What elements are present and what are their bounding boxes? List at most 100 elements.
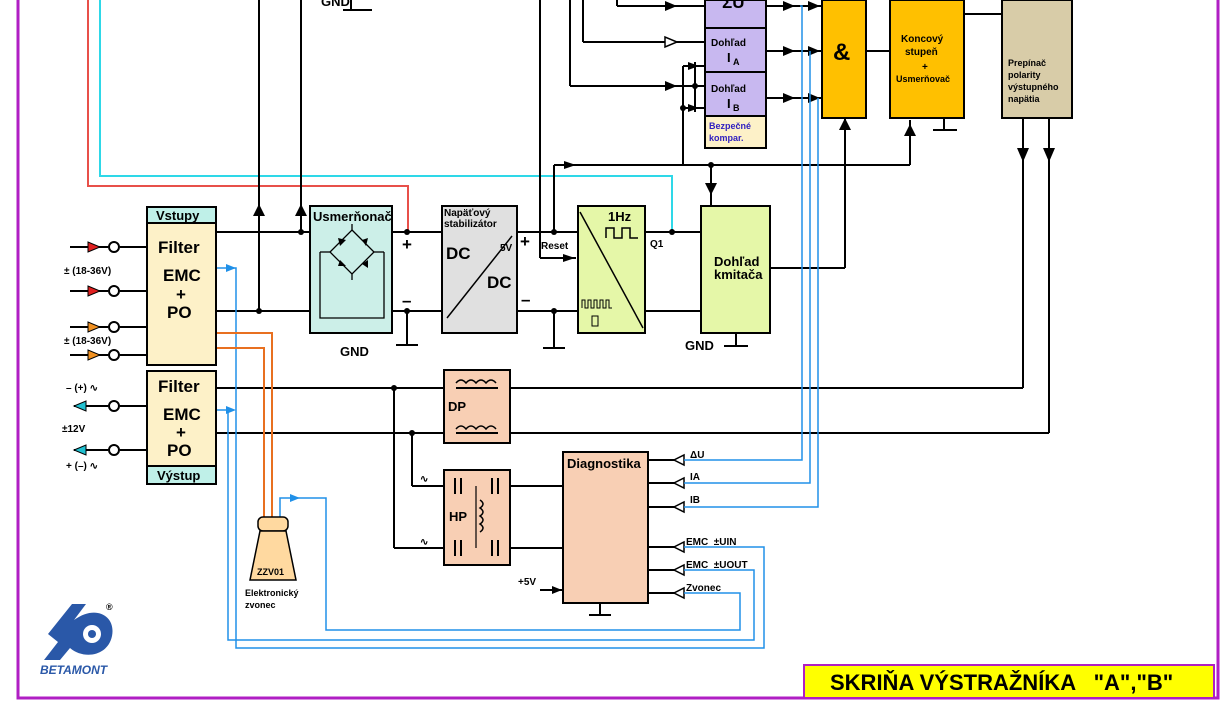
dcdc-title-2: stabilizátor xyxy=(444,219,497,230)
diagnostics-block: Diagnostika +5V ΔU IA IB EMC ±UIN EMC ±U… xyxy=(518,450,748,604)
rectifier-title: Usmerňonač xyxy=(313,209,392,224)
logo-mark-icon xyxy=(44,604,113,660)
electronic-bell: ZZV01 Elektronický zvonec xyxy=(245,516,299,610)
dcdc-voltage: 5V xyxy=(500,243,513,254)
safe-comparator-1: Bezpečné xyxy=(709,121,751,131)
oscillator-block: 1Hz Reset Q1 xyxy=(541,205,664,334)
diag-input-bell: Zvonec xyxy=(686,583,721,594)
output-emc-label: EMC xyxy=(163,405,201,424)
input-block-header: Vstupy xyxy=(156,208,200,223)
output-stage-2: stupeň xyxy=(905,47,938,58)
hp-filter-block: HP xyxy=(443,469,511,566)
input-filter-label: Filter xyxy=(158,238,200,257)
output-label-mid: ±12V xyxy=(62,424,86,435)
diagnostics-supply: +5V xyxy=(518,577,536,588)
cyan-wire xyxy=(99,0,673,232)
blue-arrows xyxy=(226,264,300,502)
square-wave-icon xyxy=(605,227,638,239)
polarity-2: polarity xyxy=(1008,70,1041,80)
fast-clock-icon xyxy=(581,299,612,309)
ia-supervision-sub: A xyxy=(733,57,740,67)
ib-supervision-1: Dohľad xyxy=(711,84,746,95)
terminal-arrows xyxy=(72,241,102,456)
title-banner-box xyxy=(803,664,1215,699)
input-po-label: PO xyxy=(167,303,192,322)
ib-supervision-sub: B xyxy=(733,103,740,113)
junction-dots xyxy=(256,83,714,436)
terminal-circles xyxy=(108,241,120,456)
watchdog-block: Dohľad kmitača GND xyxy=(685,205,771,353)
rectifier-block: Usmerňonač + – GND xyxy=(309,205,412,359)
bell-caption-2: zvonec xyxy=(245,600,276,610)
dcdc-block: Napäťový stabilizátor DC DC 5V + – xyxy=(441,205,530,334)
safe-comparator-2: kompar. xyxy=(709,133,744,143)
sum-u-label: ΣU xyxy=(722,0,744,12)
output-po-label: PO xyxy=(167,441,192,460)
output-stage-1: Koncový xyxy=(901,34,944,45)
output-plus-label: + xyxy=(176,423,186,442)
dcdc-minus: – xyxy=(521,290,530,309)
output-label-top: – (+) ∿ xyxy=(66,383,98,394)
diode-markers xyxy=(338,238,368,268)
ia-supervision-2: I xyxy=(727,50,731,65)
blue-wires xyxy=(216,5,819,649)
polarity-1: Prepínač xyxy=(1008,58,1046,68)
orange-wires xyxy=(216,332,273,518)
dcdc-dc-bottom: DC xyxy=(487,273,512,292)
output-label-bot: + (–) ∿ xyxy=(66,461,98,472)
bell-caption-1: Elektronický xyxy=(245,588,299,598)
diag-input-emc-in: EMC ±UIN xyxy=(686,537,737,548)
hollow-arrows xyxy=(664,35,685,600)
title-banner: SKRIŇA VÝSTRAŽNÍKA "A","B" xyxy=(830,670,1173,695)
watchdog-line-2: kmitača xyxy=(714,267,763,282)
dcdc-plus: + xyxy=(520,232,530,251)
oscillator-reset: Reset xyxy=(541,241,569,252)
diag-input-emc-out: EMC ±UOUT xyxy=(686,560,748,571)
and-gate-symbol: & xyxy=(833,39,850,66)
logo-text: BETAMONT xyxy=(40,663,109,677)
supply-label-1: ± (18-36V) xyxy=(64,266,111,277)
hp-filter-label: HP xyxy=(449,509,467,524)
output-filter-label: Filter xyxy=(158,377,200,396)
arrowheads xyxy=(253,1,1055,594)
dp-filter-block: DP xyxy=(443,369,511,444)
diag-input-du: ΔU xyxy=(690,450,704,461)
ac-symbol-1: ∿ xyxy=(420,474,428,485)
supervision-blocks: ΣU Dohľad I A Dohľad I B Bezpečné kompar… xyxy=(704,0,767,149)
dp-filter-label: DP xyxy=(448,399,466,414)
input-filter-block: Vstupy Filter EMC + PO xyxy=(146,206,217,366)
output-stage-block: Koncový stupeň + Usmerňovač xyxy=(889,0,965,119)
rectifier-gnd: GND xyxy=(340,344,369,359)
betamont-logo: ® BETAMONT xyxy=(40,602,113,677)
polarity-4: napätia xyxy=(1008,94,1041,104)
rectifier-minus: – xyxy=(402,291,411,310)
watchdog-line-1: Dohľad xyxy=(714,254,760,269)
red-wire xyxy=(87,0,409,232)
output-filter-block: Filter EMC + PO Výstup xyxy=(146,370,217,485)
ib-supervision-2: I xyxy=(727,96,731,111)
bell-model: ZZV01 xyxy=(257,567,284,577)
input-emc-label: EMC xyxy=(163,266,201,285)
output-stage-4: Usmerňovač xyxy=(896,74,950,84)
top-gnd-label: GND xyxy=(321,0,350,9)
ac-symbol-2: ∿ xyxy=(420,537,428,548)
input-terminals xyxy=(70,246,147,451)
diagnostics-title: Diagnostika xyxy=(567,456,641,471)
and-gate-block: & xyxy=(821,0,867,119)
oscillator-q1: Q1 xyxy=(650,239,664,250)
crystal-icon xyxy=(591,315,599,327)
rectifier-plus: + xyxy=(402,235,412,254)
input-plus-label: + xyxy=(176,285,186,304)
bridge-diodes-icon xyxy=(319,224,385,319)
output-stage-3: + xyxy=(922,62,928,73)
frame-border xyxy=(16,0,1220,700)
diag-input-ia: IA xyxy=(690,472,700,483)
logo-registered: ® xyxy=(106,602,113,612)
oscillator-frequency: 1Hz xyxy=(608,209,632,224)
supply-label-2: ± (18-36V) xyxy=(64,336,111,347)
output-block-footer: Výstup xyxy=(157,468,200,483)
dcdc-title-1: Napäťový xyxy=(444,208,491,219)
dcdc-dc-top: DC xyxy=(446,244,471,263)
watchdog-gnd: GND xyxy=(685,338,714,353)
